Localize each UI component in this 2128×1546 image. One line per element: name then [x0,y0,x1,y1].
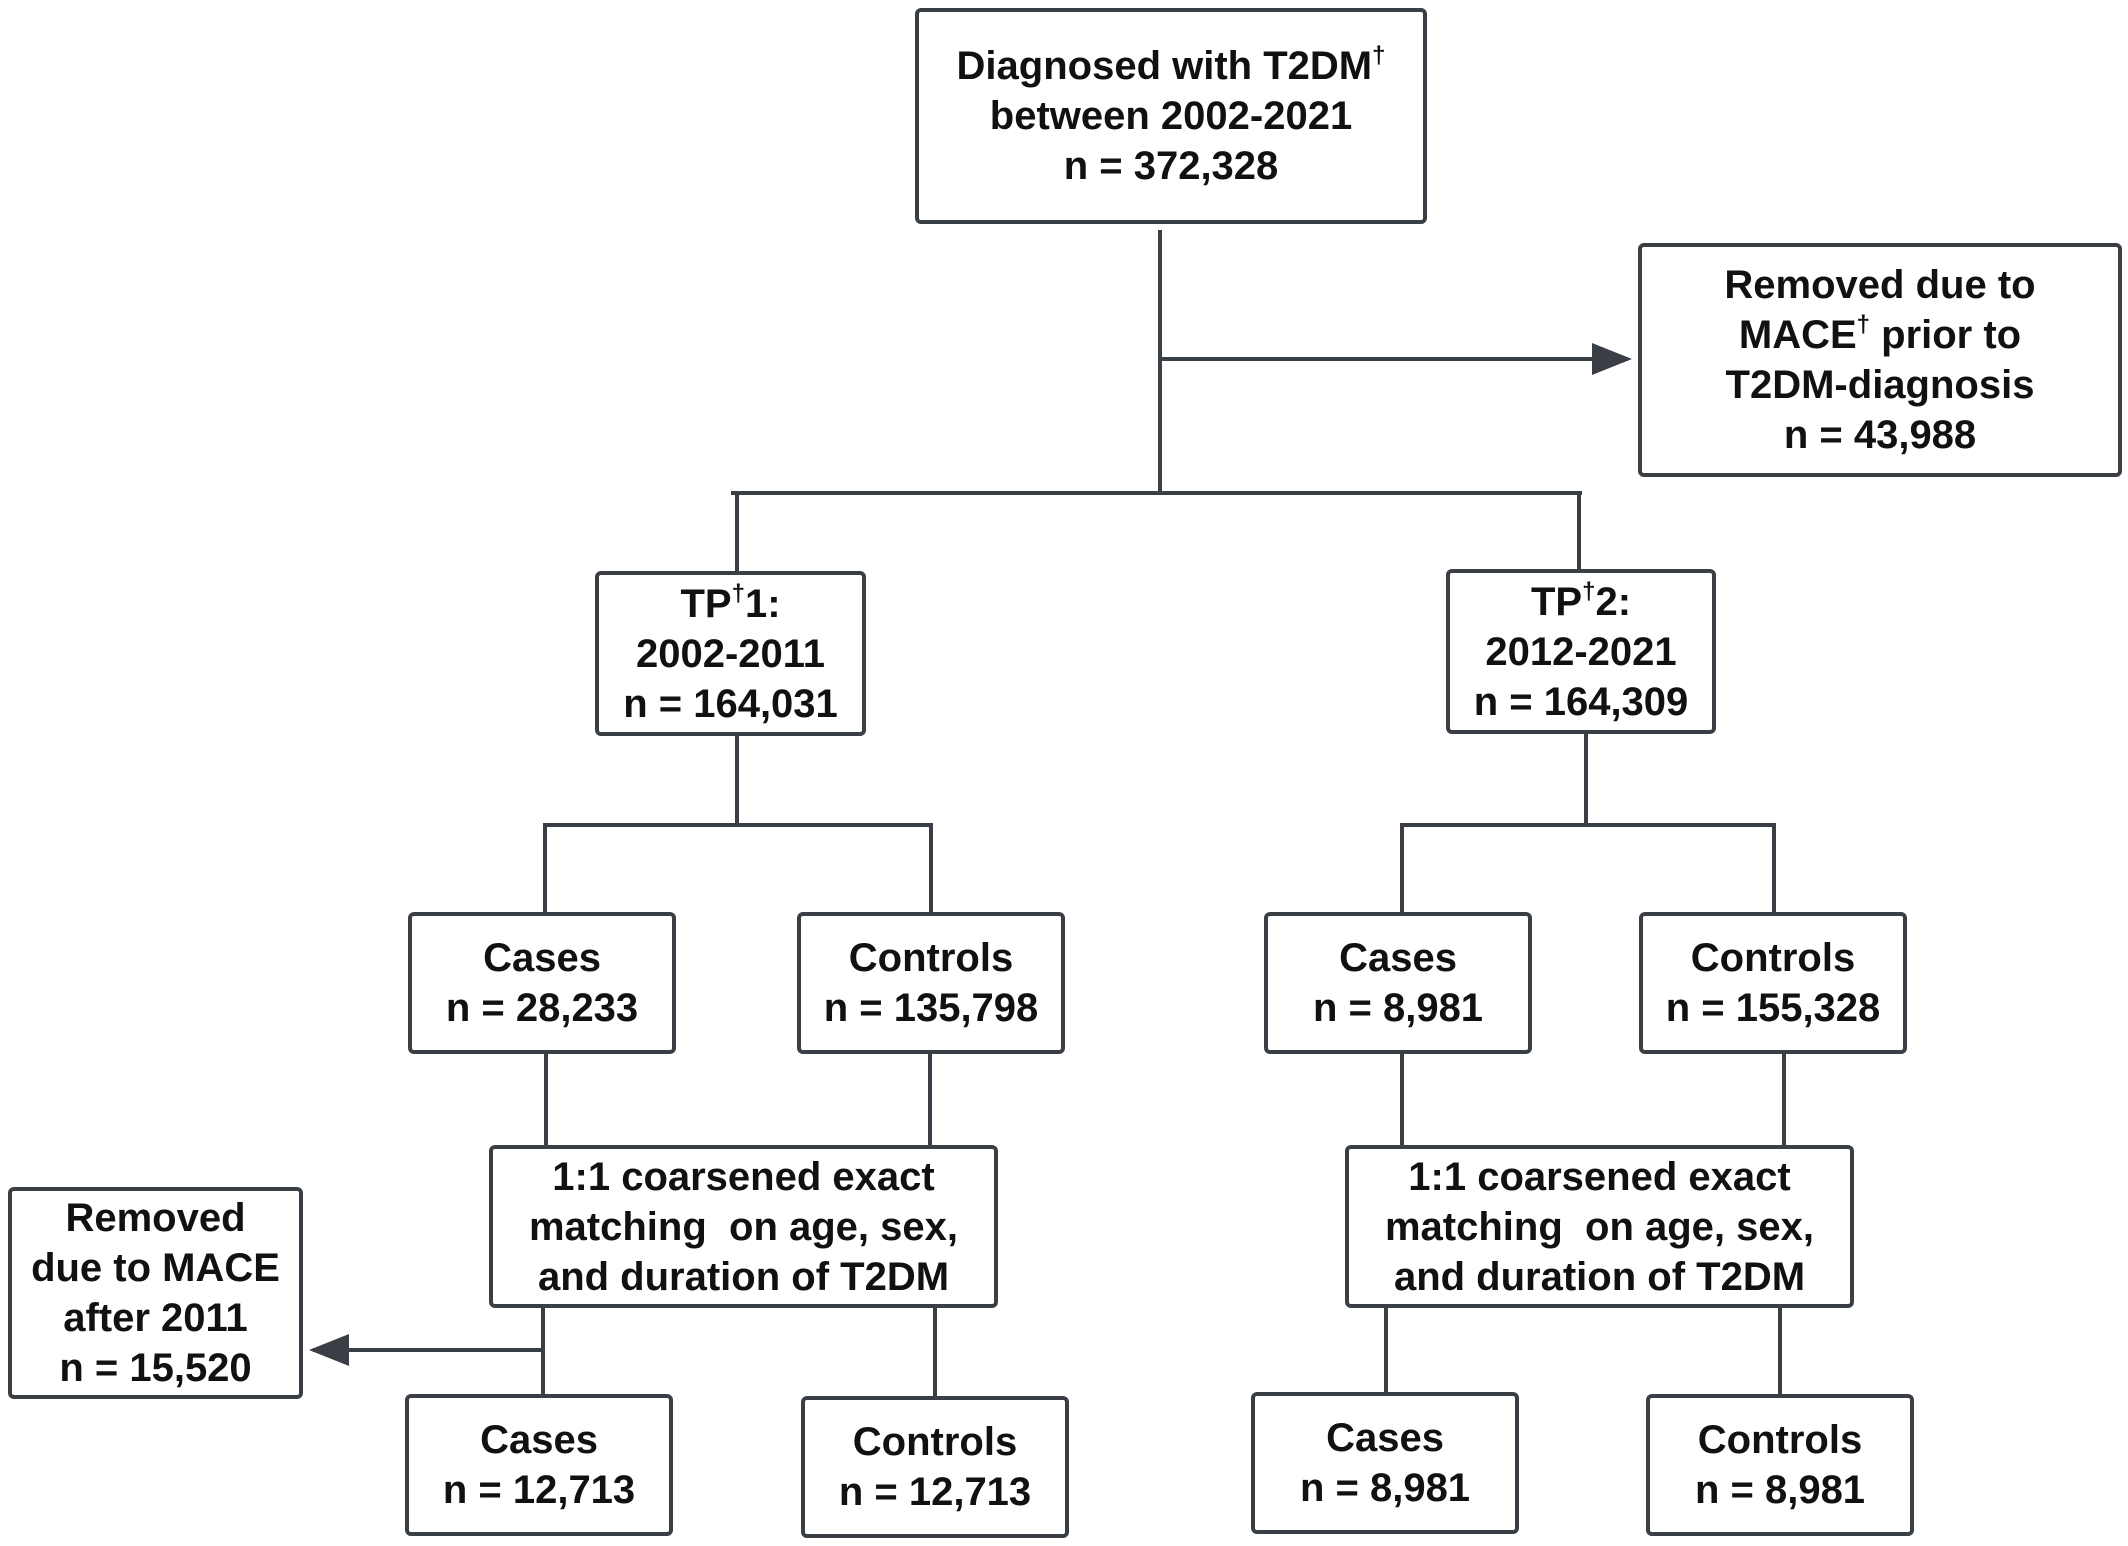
tp1-final-controls-count: n = 12,713 [838,1470,1032,1514]
tp2-final-cases-label: Cases [1326,1416,1444,1460]
matching1-line1: 1:1 coarsened exact [552,1154,935,1199]
dagger-mark: † [1372,42,1386,69]
dagger-mark: † [731,579,745,607]
tp1-final-controls-label: Controls [852,1420,1018,1464]
tp1-final-cases-label: Cases [480,1418,598,1462]
removed-prior-line1: Removed due to [1724,263,2036,307]
matching1-line3: and duration of T2DM [537,1254,950,1299]
diagnosed-line1: Diagnosed with T2DM† [956,42,1386,89]
tp2-cases-count: n = 8,981 [1312,986,1484,1030]
tp1-title: TP†1: [680,579,781,626]
dagger-mark: † [1582,577,1596,605]
box-removed-after: Removed due to MACE after 2011 n = 15,52… [8,1187,303,1399]
box-tp2: TP†2: 2012-2021 n = 164,309 [1446,569,1716,734]
tp1-controls-label: Controls [848,936,1014,980]
box-removed-prior: Removed due to MACE† prior to T2DM-diagn… [1638,243,2122,477]
tp2-controls-count: n = 155,328 [1665,986,1881,1030]
box-tp1-final-cases: Cases n = 12,713 [405,1394,673,1536]
tp1-controls-count: n = 135,798 [823,986,1039,1030]
removed-prior-line3: T2DM-diagnosis [1725,363,2035,407]
box-tp2-controls: Controls n = 155,328 [1639,912,1907,1054]
matching2-line1: 1:1 coarsened exact [1408,1154,1791,1199]
removed-prior-count: n = 43,988 [1783,413,1977,457]
diagnosed-count: n = 372,328 [1063,144,1279,188]
box-matching-tp1: 1:1 coarsened exact matching on age, sex… [489,1145,998,1308]
box-tp2-final-controls: Controls n = 8,981 [1646,1394,1914,1536]
removed-after-count: n = 15,520 [59,1346,252,1390]
tp2-final-controls-count: n = 8,981 [1694,1468,1866,1512]
dagger-mark: † [1856,311,1871,338]
box-tp1-controls: Controls n = 135,798 [797,912,1065,1054]
tp1-years: 2002-2011 [635,631,826,676]
matching1-line2: matching on age, sex, [528,1204,958,1249]
tp2-years: 2012-2021 [1485,629,1677,674]
removed-prior-line2: MACE† prior to [1738,311,2022,358]
tp2-final-controls-label: Controls [1697,1418,1863,1462]
tp1-cases-count: n = 28,233 [445,986,639,1030]
tp1-cases-label: Cases [483,936,601,980]
matching2-line3: and duration of T2DM [1393,1254,1806,1299]
tp2-controls-label: Controls [1690,936,1856,980]
box-tp1-final-controls: Controls n = 12,713 [801,1396,1069,1538]
box-tp2-final-cases: Cases n = 8,981 [1251,1392,1519,1534]
removed-after-line2: due to MACE [31,1246,280,1290]
box-tp2-cases: Cases n = 8,981 [1264,912,1532,1054]
tp2-final-cases-count: n = 8,981 [1299,1466,1471,1510]
box-matching-tp2: 1:1 coarsened exact matching on age, sex… [1345,1145,1854,1308]
matching2-line2: matching on age, sex, [1384,1204,1814,1249]
box-tp1-cases: Cases n = 28,233 [408,912,676,1054]
diagnosed-line2: between 2002-2021 [989,94,1353,138]
box-tp1: TP†1: 2002-2011 n = 164,031 [595,571,866,736]
tp2-title: TP†2: [1530,577,1632,624]
tp1-final-cases-count: n = 12,713 [442,1468,636,1512]
tp2-count: n = 164,309 [1473,679,1689,724]
box-diagnosed-t2dm: Diagnosed with T2DM† between 2002-2021 n… [915,8,1427,224]
removed-after-line3: after 2011 [63,1296,248,1340]
tp2-cases-label: Cases [1339,936,1457,980]
removed-after-line1: Removed [65,1196,246,1240]
tp1-count: n = 164,031 [623,681,838,726]
